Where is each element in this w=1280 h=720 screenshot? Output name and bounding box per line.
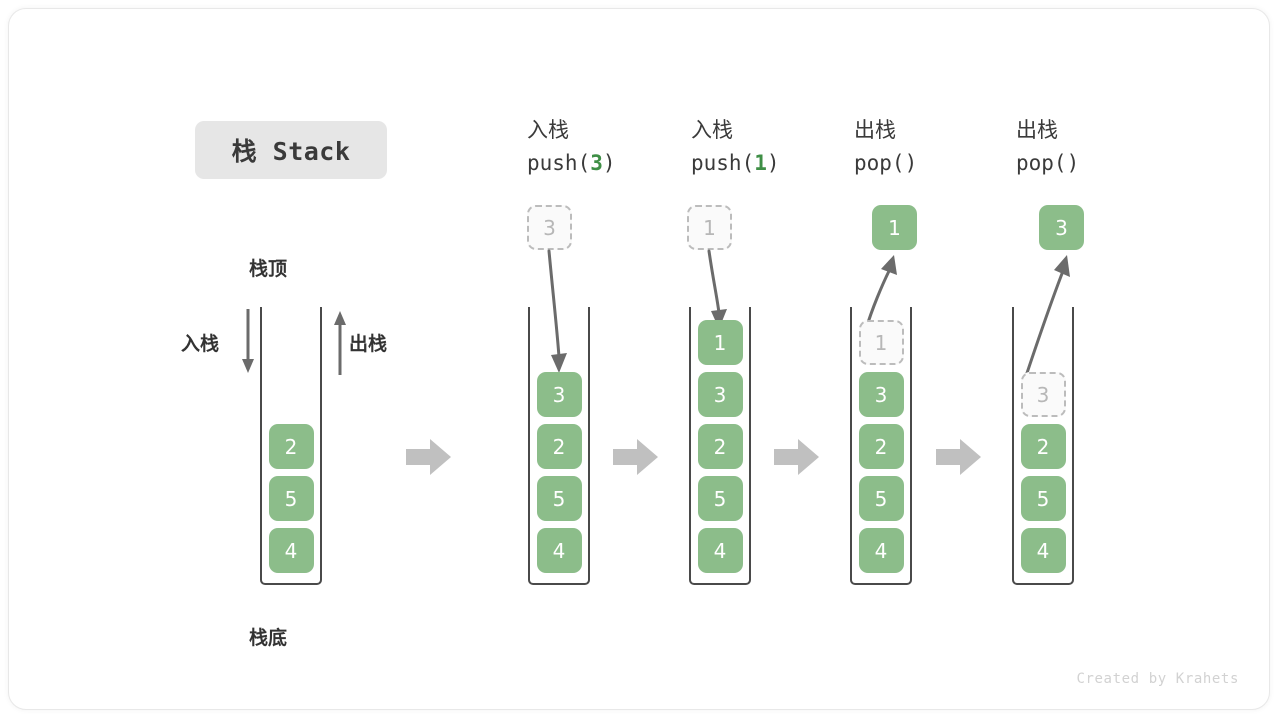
stack-cell: 4 — [1020, 528, 1066, 573]
stack-cell-ghost: 1 — [858, 320, 904, 365]
stack-cell: 3 — [858, 372, 904, 417]
push-motion-arrow-icon-1 — [547, 249, 567, 373]
stack-cell: 2 — [697, 424, 743, 469]
push-motion-arrow-icon-2 — [707, 249, 727, 329]
step-op-label-4: 出栈 — [1016, 118, 1058, 142]
stack-cell: 4 — [697, 528, 743, 573]
step-op-suffix-2: ) — [766, 150, 780, 175]
stack-cell: 5 — [697, 476, 743, 521]
stack-cell: 4 — [536, 528, 582, 573]
stack-cell: 5 — [858, 476, 904, 521]
stack-cell: 2 — [1020, 424, 1066, 469]
step-header-3: 出栈 pop() — [854, 114, 1014, 179]
flow-arrow-icon — [936, 439, 981, 475]
step-op-call-4: pop() — [1016, 147, 1176, 180]
stack-cell: 4 — [268, 528, 314, 573]
pop-direction-arrow-icon — [334, 311, 346, 375]
step-op-suffix-3: ) — [904, 150, 918, 175]
step-op-call-2: push(1) — [691, 147, 851, 180]
step-op-prefix-3: pop( — [854, 150, 905, 175]
stack-cell: 5 — [536, 476, 582, 521]
step-op-suffix-4: ) — [1066, 150, 1080, 175]
step-op-call-1: push(3) — [527, 147, 687, 180]
stack-cell: 5 — [1020, 476, 1066, 521]
step-stack-4: 3 2 5 4 — [1012, 307, 1074, 585]
diagram-canvas: 栈 Stack 栈顶 栈底 入栈 出栈 2 5 4 入栈 push(3) 3 3… — [8, 8, 1270, 710]
stack-bottom-label: 栈底 — [249, 627, 288, 649]
step-stack-2: 1 3 2 5 4 — [689, 307, 751, 585]
stack-cell: 1 — [697, 320, 743, 365]
pop-direction-label: 出栈 — [349, 333, 388, 355]
stack-cell: 2 — [268, 424, 314, 469]
stack-cell: 3 — [536, 372, 582, 417]
step-op-prefix-4: pop( — [1016, 150, 1067, 175]
floating-cell-1: 3 — [527, 205, 572, 250]
watermark-credit: Created by Krahets — [1076, 671, 1239, 687]
flow-arrow-icon — [406, 439, 451, 475]
floating-cell-4: 3 — [1039, 205, 1084, 250]
flow-arrow-icon — [774, 439, 819, 475]
step-op-label-2: 入栈 — [691, 118, 733, 142]
push-direction-arrow-icon — [242, 309, 254, 373]
stack-cell: 4 — [858, 528, 904, 573]
step-op-label-3: 出栈 — [854, 118, 896, 142]
step-op-prefix-2: push( — [691, 150, 755, 175]
initial-stack: 2 5 4 — [260, 307, 322, 585]
floating-cell-2: 1 — [687, 205, 732, 250]
step-op-suffix-1: ) — [602, 150, 616, 175]
floating-cell-3: 1 — [872, 205, 917, 250]
step-stack-1: 3 2 5 4 — [528, 307, 590, 585]
diagram-title-badge: 栈 Stack — [195, 121, 387, 179]
stack-cell-ghost: 3 — [1020, 372, 1066, 417]
stack-cell: 2 — [858, 424, 904, 469]
stack-cell: 3 — [697, 372, 743, 417]
step-op-call-3: pop() — [854, 147, 1014, 180]
stack-cell: 5 — [268, 476, 314, 521]
step-op-arg-2: 1 — [754, 150, 767, 175]
push-direction-label: 入栈 — [181, 333, 220, 355]
step-op-prefix-1: push( — [527, 150, 591, 175]
step-op-label-1: 入栈 — [527, 118, 569, 142]
step-op-arg-1: 3 — [590, 150, 603, 175]
step-stack-3: 1 3 2 5 4 — [850, 307, 912, 585]
stack-cell: 2 — [536, 424, 582, 469]
pop-motion-arrow-icon-4 — [1023, 255, 1070, 381]
step-header-1: 入栈 push(3) — [527, 114, 687, 179]
flow-arrow-icon — [613, 439, 658, 475]
stack-top-label: 栈顶 — [249, 258, 288, 280]
step-header-4: 出栈 pop() — [1016, 114, 1176, 179]
step-header-2: 入栈 push(1) — [691, 114, 851, 179]
